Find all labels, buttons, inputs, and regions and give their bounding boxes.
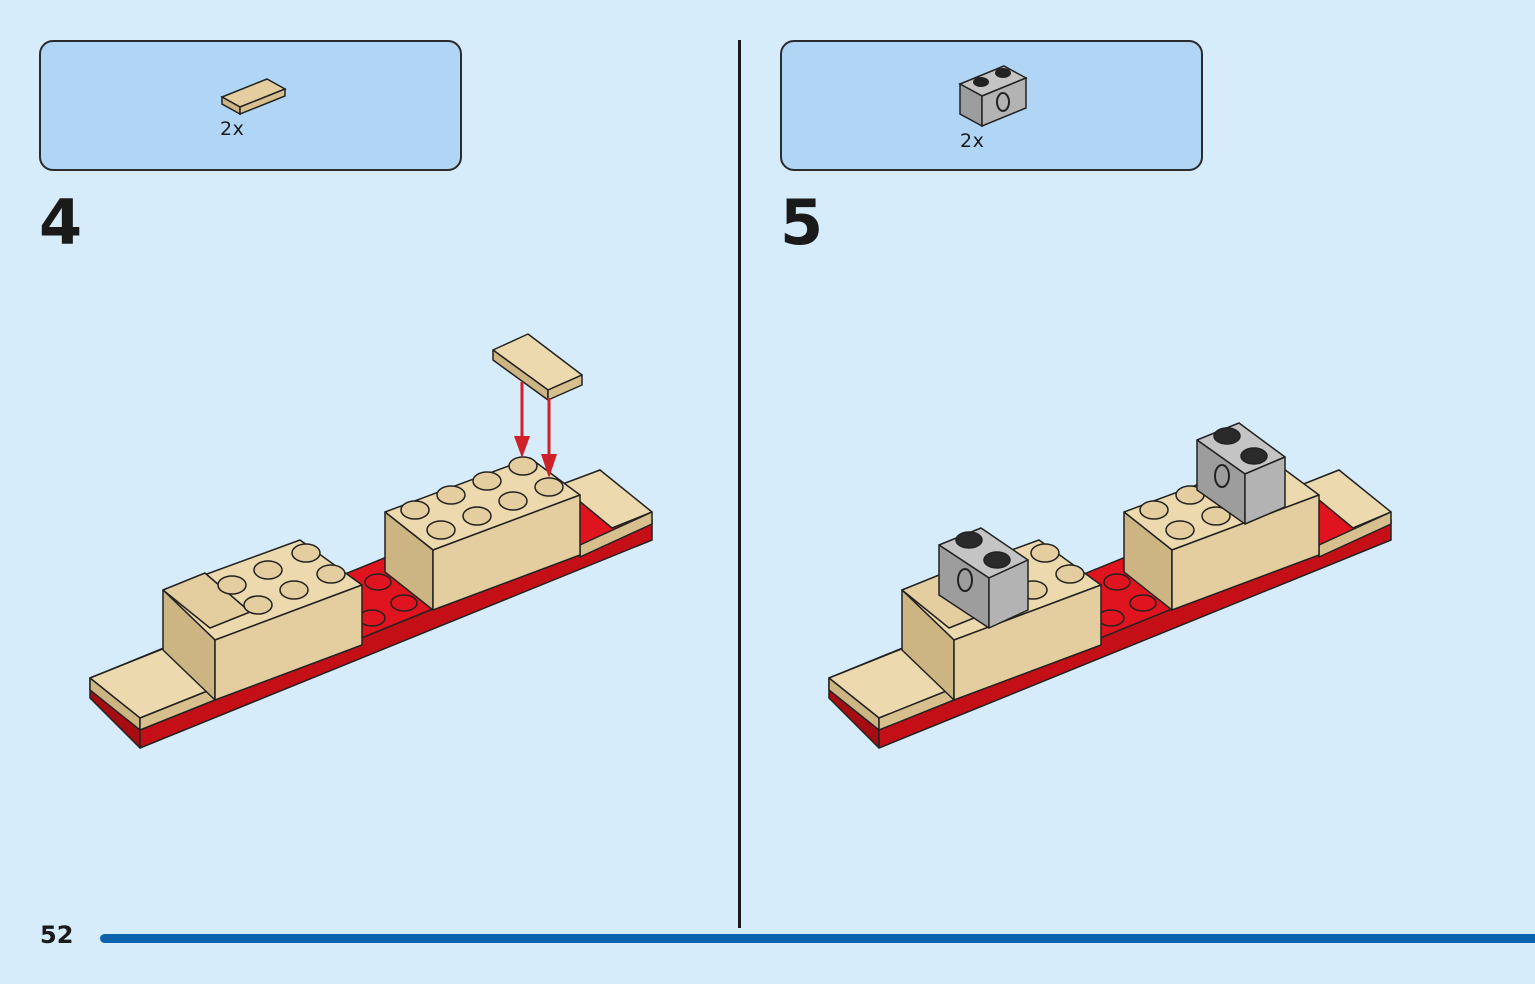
step-4-illustration: [89, 333, 653, 749]
tan-tile-icon: [220, 78, 287, 116]
tan-studs-left: [217, 543, 346, 615]
part-quantity: 2x: [220, 118, 245, 140]
floating-tan-tile: [492, 333, 583, 401]
red-studs: [1097, 573, 1157, 627]
gray-technic-brick-right: [1196, 422, 1286, 525]
parts-callout: 2x: [39, 40, 462, 171]
page-accent-bar: [100, 934, 1535, 943]
panel-divider: [738, 40, 741, 928]
tan-tile-right: [559, 469, 653, 558]
part-quantity: 2x: [960, 130, 985, 152]
gray-technic-brick-left: [938, 527, 1029, 629]
tan-studs-right: [400, 456, 564, 540]
step-5-illustration: [828, 422, 1392, 749]
step-4-panel: 2x 4: [0, 0, 738, 930]
step-number: 4: [39, 186, 83, 259]
tan-studs-right: [1139, 485, 1231, 540]
page-number: 52: [40, 921, 74, 949]
step-5-panel: 2x 5: [741, 0, 1535, 930]
step-number: 5: [780, 186, 824, 259]
tan-tile-right: [1300, 469, 1392, 558]
parts-callout: 2x: [780, 40, 1203, 171]
placement-arrows: [514, 382, 557, 478]
red-studs: [358, 573, 418, 627]
tan-brick-right: [384, 457, 581, 611]
tan-brick-left: [162, 539, 363, 701]
gray-technic-brick-icon: [958, 65, 1028, 128]
